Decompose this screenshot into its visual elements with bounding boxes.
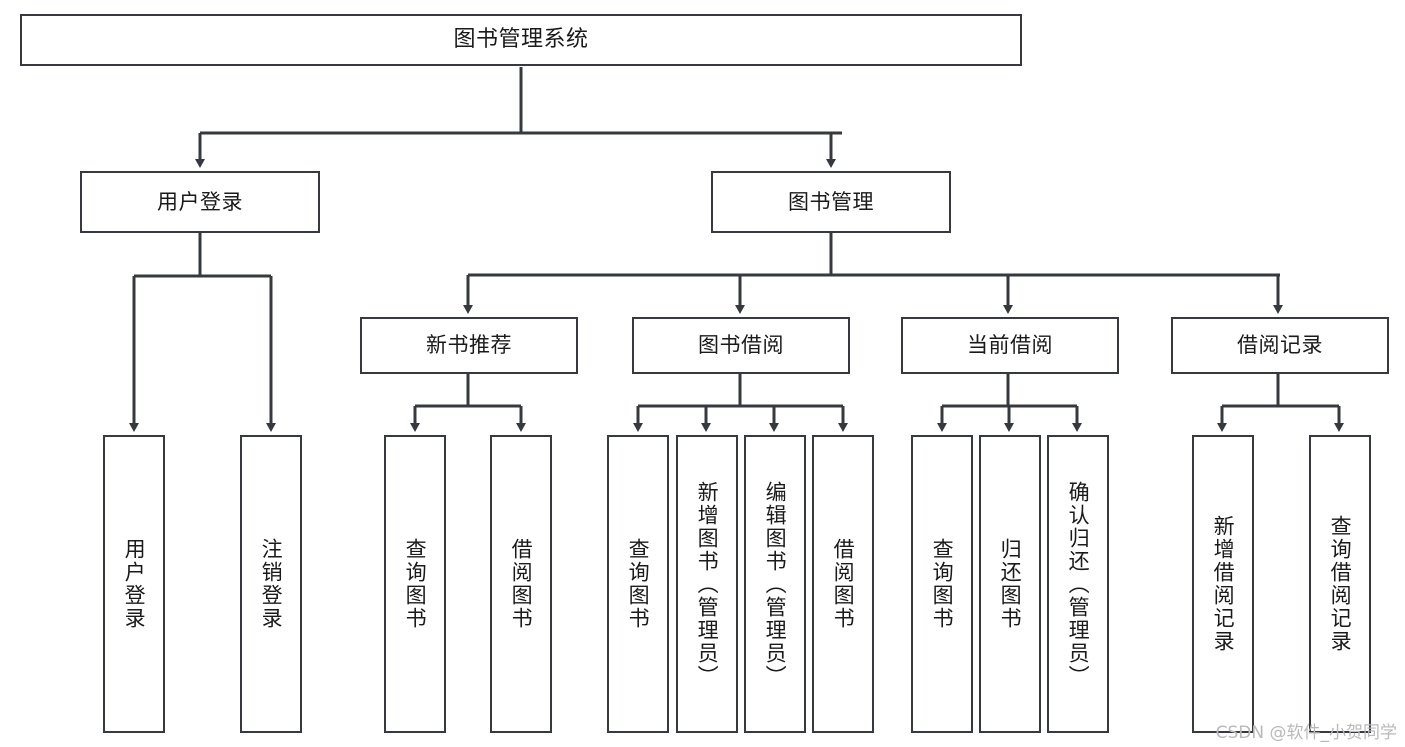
node-leaf-add-record[interactable]: 新增借阅记录 xyxy=(1192,435,1254,733)
node-borrow-record[interactable]: 借阅记录 xyxy=(1171,317,1389,374)
node-book-management[interactable]: 图书管理 xyxy=(711,171,951,233)
node-leaf-borrow-book-1[interactable]: 借阅图书 xyxy=(490,435,552,733)
node-leaf-edit-book-label: 编辑图书（管理员） xyxy=(763,480,788,688)
node-book-borrow-label: 图书借阅 xyxy=(698,333,784,358)
node-leaf-edit-book[interactable]: 编辑图书（管理员） xyxy=(744,435,806,733)
node-leaf-query-book-1[interactable]: 查询图书 xyxy=(384,435,446,733)
node-leaf-add-book-label: 新增图书（管理员） xyxy=(695,480,720,688)
node-new-book-recommend[interactable]: 新书推荐 xyxy=(360,317,578,374)
node-leaf-add-record-label: 新增借阅记录 xyxy=(1211,515,1236,653)
node-leaf-query-book-1-label: 查询图书 xyxy=(403,538,428,630)
node-leaf-query-book-3-label: 查询图书 xyxy=(930,538,955,630)
node-new-book-recommend-label: 新书推荐 xyxy=(426,333,512,358)
node-leaf-query-book-2-label: 查询图书 xyxy=(626,538,651,630)
node-leaf-query-book-3[interactable]: 查询图书 xyxy=(911,435,973,733)
node-leaf-query-book-2[interactable]: 查询图书 xyxy=(607,435,669,733)
node-leaf-user-login-label: 用户登录 xyxy=(122,538,147,630)
node-leaf-query-record[interactable]: 查询借阅记录 xyxy=(1309,435,1371,733)
node-leaf-return-book[interactable]: 归还图书 xyxy=(979,435,1041,733)
node-leaf-logout-label: 注销登录 xyxy=(259,538,284,630)
node-current-borrow-label: 当前借阅 xyxy=(967,333,1053,358)
node-leaf-logout[interactable]: 注销登录 xyxy=(240,435,302,733)
node-book-management-label: 图书管理 xyxy=(788,189,874,214)
node-root[interactable]: 图书管理系统 xyxy=(20,14,1022,66)
node-leaf-borrow-book-1-label: 借阅图书 xyxy=(509,538,534,630)
node-leaf-confirm-return[interactable]: 确认归还（管理员） xyxy=(1047,435,1109,733)
csdn-watermark: CSDN @软件_小贺同学 xyxy=(1215,723,1397,743)
node-root-label: 图书管理系统 xyxy=(453,27,589,53)
node-leaf-confirm-return-label: 确认归还（管理员） xyxy=(1066,480,1091,688)
node-user-login[interactable]: 用户登录 xyxy=(80,171,320,233)
node-leaf-borrow-book-2[interactable]: 借阅图书 xyxy=(812,435,874,733)
node-leaf-user-login[interactable]: 用户登录 xyxy=(103,435,165,733)
node-book-borrow[interactable]: 图书借阅 xyxy=(632,317,850,374)
node-borrow-record-label: 借阅记录 xyxy=(1237,333,1323,358)
node-leaf-return-book-label: 归还图书 xyxy=(998,538,1023,630)
node-current-borrow[interactable]: 当前借阅 xyxy=(901,317,1119,374)
node-leaf-query-record-label: 查询借阅记录 xyxy=(1328,515,1353,653)
node-leaf-borrow-book-2-label: 借阅图书 xyxy=(831,538,856,630)
node-user-login-label: 用户登录 xyxy=(157,189,243,214)
node-leaf-add-book[interactable]: 新增图书（管理员） xyxy=(676,435,738,733)
